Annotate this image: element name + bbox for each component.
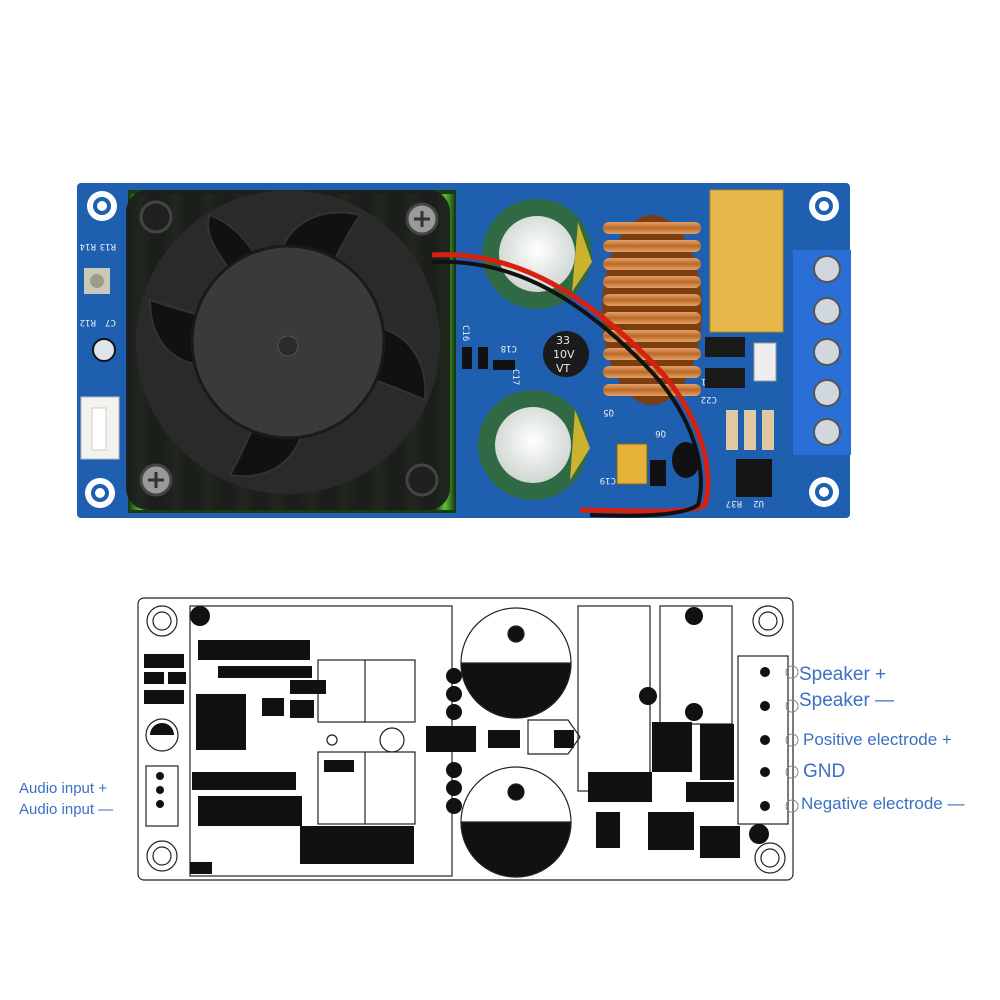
diagram-small-capacitor	[145, 718, 179, 752]
smd-resistor	[744, 410, 756, 450]
transistor	[672, 442, 700, 478]
silkscreen-q6: Q6	[655, 428, 666, 438]
transistor	[650, 460, 666, 486]
svg-text:33: 33	[556, 334, 570, 347]
fan-screw-top-left	[139, 200, 173, 234]
smd-part	[493, 360, 515, 370]
label-speaker-plus: Speaker +	[799, 664, 887, 685]
small-electrolytic-capacitor: 33 10V VT	[543, 331, 589, 377]
smd-resistor	[726, 410, 738, 450]
fan-wire-red	[431, 252, 711, 514]
smd-resistor	[762, 410, 774, 450]
fan-screw-bottom-right	[405, 463, 439, 497]
label-negative-electrode: Negative electrode —	[801, 794, 965, 813]
smd-resistor	[753, 342, 777, 382]
silkscreen-q5: Q5	[603, 407, 614, 417]
diagram-hole-bottom-left	[146, 840, 178, 872]
film-capacitor	[709, 189, 784, 333]
mounting-hole-bottom-right	[809, 477, 839, 507]
silkscreen-c18: C18	[501, 343, 517, 353]
diagram-hole-top-right	[752, 605, 784, 637]
smd-part	[462, 347, 472, 369]
silkscreen-u2: U2	[753, 498, 764, 508]
electrolytic-capacitor-top	[482, 199, 592, 309]
label-gnd: GND	[803, 761, 846, 782]
label-audio-input-minus: Audio input —	[19, 801, 114, 818]
svg-text:10V: 10V	[553, 348, 575, 361]
silkscreen-r37: R37	[726, 498, 742, 508]
label-audio-input-plus: Audio input +	[19, 780, 107, 797]
ic-u2	[736, 459, 772, 497]
mounting-hole-top-left	[87, 191, 117, 221]
label-speaker-minus: Speaker —	[799, 690, 895, 711]
pcb-photo: R13 R14 C7 R12 C18 C19 C17 C16 C22 C1 Q5…	[77, 183, 851, 518]
pcb-diagram	[137, 597, 794, 881]
silkscreen-c7: C7	[105, 317, 116, 327]
silkscreen-r12: R12	[80, 317, 96, 327]
diagram-outline	[137, 597, 794, 881]
silkscreen-c17: C17	[510, 369, 520, 385]
smd-part	[478, 347, 488, 369]
diagram-hole-top-left	[146, 605, 178, 637]
silkscreen-c16: C16	[460, 325, 470, 341]
terminal-block	[793, 250, 851, 455]
electrolytic-capacitor-bottom	[478, 390, 590, 500]
smd-diode	[705, 337, 745, 357]
cooling-fan	[126, 190, 450, 510]
diagram-capacitor-bottom	[460, 766, 572, 878]
silkscreen-c19: C19	[600, 475, 616, 485]
tantalum-capacitor	[616, 443, 648, 485]
silkscreen-r13: R13	[100, 241, 116, 251]
silkscreen-c22: C22	[701, 394, 717, 404]
small-capacitor	[92, 338, 116, 362]
smd-diode	[705, 368, 745, 388]
silkscreen-r14: R14	[80, 241, 96, 251]
toroid-inductor	[602, 215, 702, 405]
label-positive-electrode: Positive electrode +	[803, 730, 952, 749]
fan-wire-black	[431, 259, 703, 518]
mounting-hole-bottom-left	[85, 478, 115, 508]
svg-text:VT: VT	[556, 362, 571, 375]
terminal-markers	[785, 665, 799, 813]
diagram-capacitor-top	[460, 607, 572, 719]
diagram-hole-bottom-right	[754, 842, 786, 874]
mounting-hole-top-right	[809, 191, 839, 221]
